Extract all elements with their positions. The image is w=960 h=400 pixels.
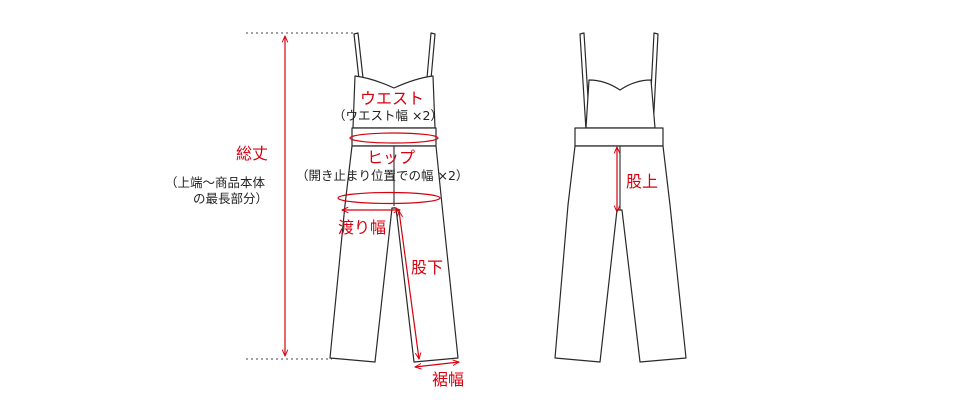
hip-measure bbox=[337, 191, 441, 205]
hem-label: 裾幅 bbox=[432, 370, 464, 389]
total-length-label: 総丈 bbox=[236, 144, 268, 163]
thigh-label: 渡り幅 bbox=[338, 218, 386, 237]
hip-note: （開き止まり位置での幅 ×2） bbox=[296, 168, 468, 183]
inseam-measure bbox=[399, 211, 419, 359]
front-view bbox=[329, 32, 459, 363]
inseam-label: 股下 bbox=[411, 258, 443, 277]
hip-ellipse bbox=[337, 191, 441, 205]
total-length-note-line1: （上端〜商品本体 bbox=[165, 175, 266, 190]
front-right-strap bbox=[426, 32, 436, 80]
front-bib bbox=[352, 75, 436, 129]
total-length-measure bbox=[246, 32, 356, 360]
rise-label: 股上 bbox=[626, 172, 658, 191]
hip-label: ヒップ bbox=[367, 148, 415, 167]
hem-arrow bbox=[415, 362, 459, 367]
back-bib bbox=[585, 79, 656, 129]
waist-label: ウエスト bbox=[360, 89, 424, 108]
back-trousers bbox=[554, 145, 687, 363]
waist-measure bbox=[349, 132, 439, 144]
waist-note: （ウエスト幅 ×2） bbox=[333, 108, 443, 123]
waist-ellipse bbox=[349, 132, 439, 144]
hem-measure bbox=[415, 362, 459, 367]
inseam-arrow bbox=[399, 211, 419, 359]
total-length-note-line2: の最長部分） bbox=[193, 191, 268, 206]
front-left-strap bbox=[353, 32, 364, 80]
back-view bbox=[554, 32, 687, 363]
back-waistband bbox=[574, 127, 664, 147]
